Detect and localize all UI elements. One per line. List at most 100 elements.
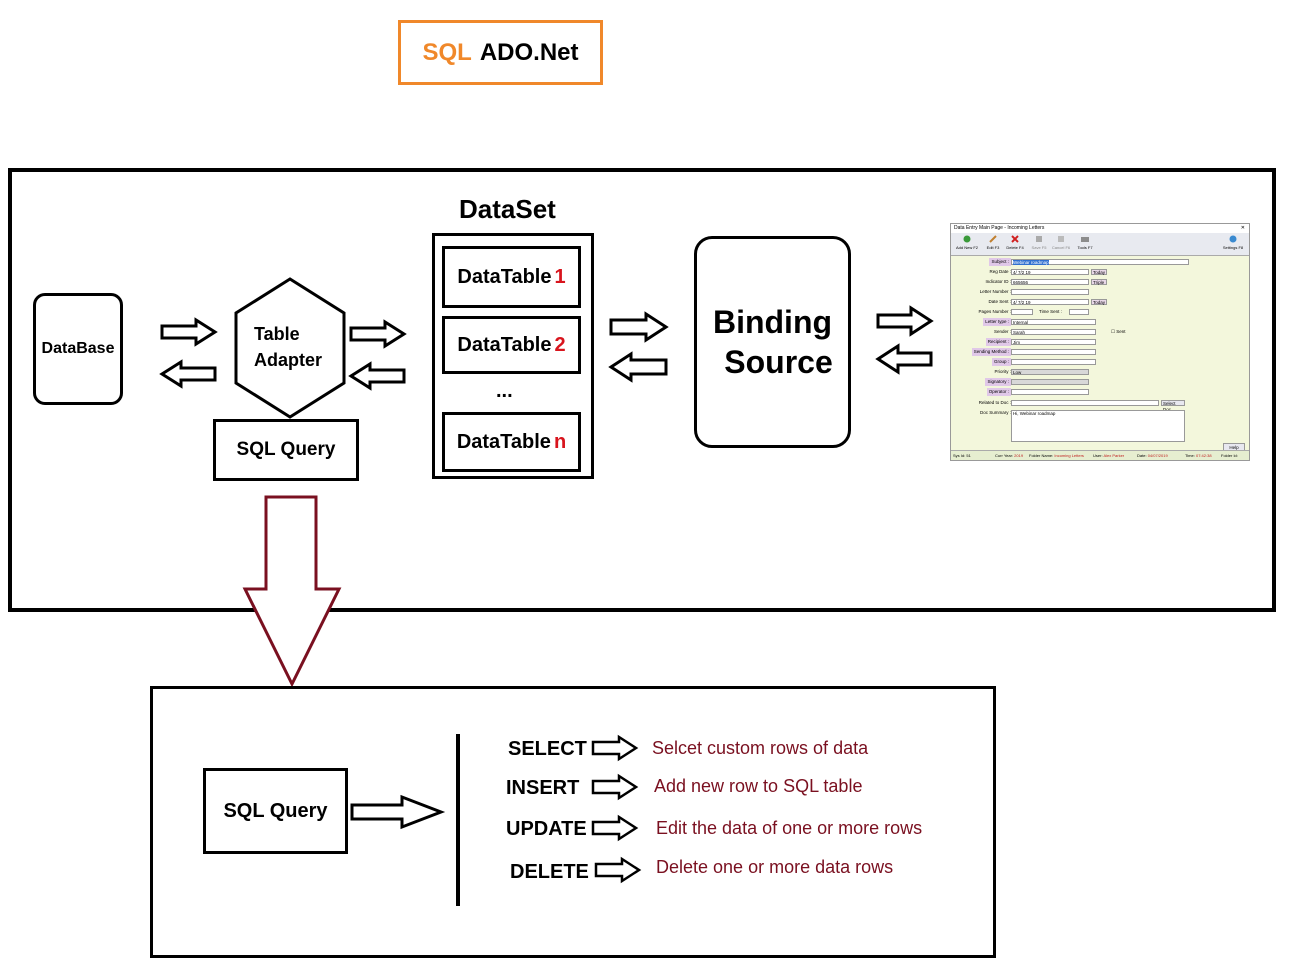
database-box: DataBase xyxy=(33,293,123,405)
status-value: Incoming Letters xyxy=(1054,453,1084,458)
save-icon xyxy=(1036,236,1042,242)
field-label: Pages Number : xyxy=(978,309,1011,314)
sending-method-select[interactable] xyxy=(1011,349,1096,355)
sender-select[interactable]: Sarah xyxy=(1011,329,1096,335)
pages-number-input[interactable] xyxy=(1011,309,1033,315)
arrow-right-icon xyxy=(349,319,407,349)
arrow-right-icon xyxy=(876,305,934,337)
insert-description: Add new row to SQL table xyxy=(654,776,863,796)
field-label: Signatory : xyxy=(985,378,1011,386)
sql-query-detail-label: SQL Query xyxy=(223,799,328,822)
field-label: Sending Method : xyxy=(971,348,1011,356)
sql-query-detail-box: SQL Query xyxy=(203,768,348,854)
add-new-button[interactable]: Add New F2 xyxy=(953,235,981,250)
cancel-icon xyxy=(1058,236,1064,242)
delete-description: Delete one or more data rows xyxy=(656,857,894,877)
arrow-right-icon xyxy=(591,814,639,842)
delete-icon xyxy=(1011,235,1019,243)
field-subject: Subject : Webinar roadmap xyxy=(951,258,1249,266)
field-signatory: Signatory : xyxy=(951,378,1249,386)
help-label: Help xyxy=(1229,445,1239,450)
field-label: Subject : xyxy=(989,258,1011,266)
status-label: Sys Id: xyxy=(953,453,966,458)
toolbar-label: Save F5 xyxy=(1031,245,1047,250)
status-value: 2019 xyxy=(1014,453,1024,458)
edit-button[interactable]: Edit F3 xyxy=(979,235,1007,250)
date-sent-input[interactable]: 4/ 7/2 19 xyxy=(1011,299,1089,305)
field-priority: Priority : Low xyxy=(951,368,1249,376)
field-recipient: Recipient : Jim xyxy=(951,338,1249,346)
sql-detail-frame xyxy=(150,686,996,958)
subject-input[interactable]: Webinar roadmap xyxy=(1011,259,1189,265)
tools-icon xyxy=(1081,237,1089,242)
field-label: Recipient : xyxy=(985,338,1011,346)
delete-button[interactable]: Delete F4 xyxy=(1001,235,1029,250)
toolbar-label: Delete F4 xyxy=(1006,245,1024,250)
operator-select[interactable] xyxy=(1011,389,1089,395)
tools-button[interactable]: Tools F7 xyxy=(1071,235,1099,250)
app-title: Data Entry Main Page - Incoming Letters xyxy=(954,225,1045,231)
toolbar-label: Settings F8 xyxy=(1222,245,1244,250)
select-doc-button[interactable]: Select Doc xyxy=(1161,400,1185,412)
reg-date-input[interactable]: 4/ 7/2 19 xyxy=(1011,269,1089,275)
doc-summary-textarea[interactable]: Hi, Webinar roadmap xyxy=(1011,410,1185,442)
cancel-button[interactable]: Cancel F6 xyxy=(1047,235,1075,250)
binding-source-box: Binding Source xyxy=(694,236,851,448)
indicator-input[interactable]: 665656 xyxy=(1011,279,1089,285)
signatory-select[interactable] xyxy=(1011,379,1089,385)
status-label: Time: xyxy=(1185,453,1195,458)
binding-line1: Binding xyxy=(712,304,833,340)
group-select[interactable] xyxy=(1011,359,1096,365)
arrow-right-icon xyxy=(350,794,446,830)
recipient-select[interactable]: Jim xyxy=(1011,339,1096,345)
datatable-label: DataTable xyxy=(456,430,551,453)
field-pages-number: Pages Number : Time Sent : xyxy=(951,308,1249,316)
priority-select[interactable]: Low xyxy=(1011,369,1089,375)
today-button[interactable]: Today xyxy=(1091,269,1107,275)
arrow-left-icon xyxy=(348,361,406,391)
field-value: Webinar roadmap xyxy=(1013,260,1049,265)
add-icon xyxy=(963,235,971,243)
triple-button[interactable]: Triple xyxy=(1091,279,1107,285)
binding-line2: Source xyxy=(724,344,833,380)
sent-checkbox[interactable]: ☐ Sent xyxy=(1111,329,1126,334)
arrow-left-icon xyxy=(608,351,668,383)
field-sender: Sender : Sarah ☐ Sent xyxy=(951,328,1249,336)
select-keyword: SELECT xyxy=(508,738,587,760)
field-label: Doc Summary : xyxy=(979,410,1011,415)
datatable-number: n xyxy=(553,430,567,453)
related-doc-input[interactable] xyxy=(1011,400,1159,406)
field-reg-date: Reg Date : 4/ 7/2 19 Today xyxy=(951,268,1249,276)
field-label: Operator : xyxy=(986,388,1011,396)
table-adapter-line1: Table xyxy=(254,324,300,344)
status-label: User: xyxy=(1093,453,1103,458)
field-date-sent: Date Sent : 4/ 7/2 19 Today xyxy=(951,298,1249,306)
status-value: Alex Parker xyxy=(1103,453,1125,458)
datatable-label: DataTable xyxy=(457,265,552,288)
status-label: Curr Year: xyxy=(995,453,1014,458)
settings-button[interactable]: Settings F8 xyxy=(1219,235,1247,250)
dataset-box xyxy=(432,233,594,479)
toolbar-label: Add New F2 xyxy=(955,245,978,250)
datatable-label: DataTable xyxy=(457,333,552,356)
arrow-down-icon xyxy=(242,495,342,688)
table-adapter-hexagon xyxy=(234,277,346,419)
letter-type-select[interactable]: Internal xyxy=(1011,319,1096,325)
today-button[interactable]: Today xyxy=(1091,299,1107,305)
field-letter-number: Letter Number : xyxy=(951,288,1249,296)
toolbar-label: Tools F7 xyxy=(1077,245,1093,250)
arrow-right-icon xyxy=(591,773,639,801)
app-toolbar: Add New F2 Edit F3 Delete F4 Save F5 Can… xyxy=(951,233,1249,256)
field-label: Group : xyxy=(991,358,1011,366)
letter-number-input[interactable] xyxy=(1011,289,1089,295)
gear-icon xyxy=(1229,235,1237,243)
close-icon[interactable]: ✕ xyxy=(1240,225,1245,231)
app-screenshot: Data Entry Main Page - Incoming Letters … xyxy=(950,223,1250,461)
title-box: SQL ADO.Net xyxy=(398,20,603,85)
save-button[interactable]: Save F5 xyxy=(1025,235,1053,250)
time-sent-input[interactable] xyxy=(1069,309,1089,315)
main-frame xyxy=(8,168,1276,612)
title-ado: ADO.Net xyxy=(479,38,579,66)
